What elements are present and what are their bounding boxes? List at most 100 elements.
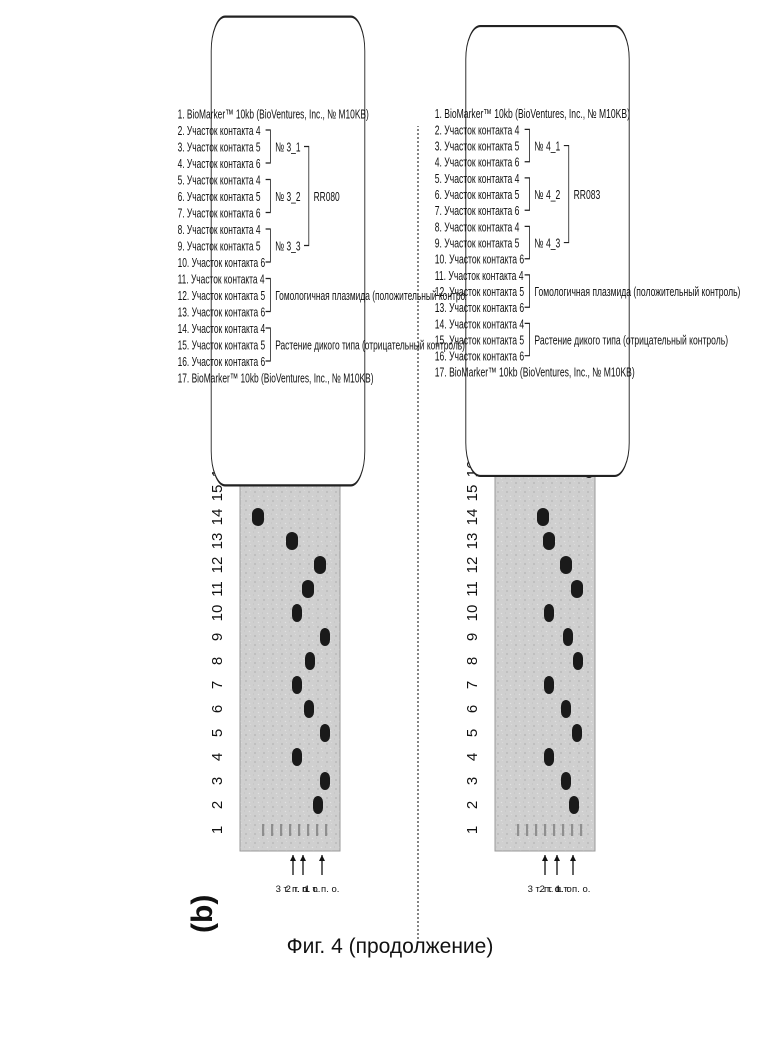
lane-number: 15 (464, 485, 481, 502)
lane-number: 13 (464, 533, 481, 550)
legend-item: 12. Участок контакта 5 (435, 285, 524, 299)
ladder-band (271, 824, 273, 836)
ladder-band (571, 824, 573, 836)
gel-band-lane-9 (563, 628, 573, 646)
lane-number: 11 (209, 581, 226, 597)
figure-caption: Фиг. 4 (продолжение) (0, 935, 780, 959)
group-label: RR083 (574, 188, 601, 202)
caption-suffix: (продолжение) (349, 935, 494, 958)
legend-item: 14. Участок контакта 4 (178, 322, 266, 336)
legend-box: 1. BioMarker™ 10kb (BioVentures, Inc., №… (435, 26, 741, 476)
gel-band-lane-6 (304, 700, 314, 718)
legend-item: 3. Участок контакта 5 (178, 141, 261, 155)
gel-band-lane-7 (292, 676, 302, 694)
lane-number: 15 (209, 485, 226, 502)
gel-band-lane-10 (292, 604, 302, 622)
legend-item: 13. Участок контакта 6 (435, 302, 524, 316)
group-id: № 3_1 (275, 141, 300, 155)
gel-band-lane-12 (560, 556, 572, 574)
lane-number: 2 (209, 801, 226, 809)
gel-band-lane-3 (561, 772, 571, 790)
gel-band-lane-11 (302, 580, 314, 598)
lane-number: 10 (209, 605, 226, 622)
gel-band-lane-10 (544, 604, 554, 622)
lane-number: 4 (464, 753, 481, 761)
ladder-band (535, 824, 537, 836)
gel-band-lane-11 (571, 580, 583, 598)
legend-item: 11. Участок контакта 4 (435, 269, 524, 283)
lane-number: 8 (464, 657, 481, 665)
legend-item: 15. Участок контакта 5 (435, 334, 524, 348)
gel-band-lane-12 (314, 556, 326, 574)
legend-item: 12. Участок контакта 5 (178, 289, 266, 303)
legend-item: 17. BioMarker™ 10kb (BioVentures, Inc., … (178, 372, 374, 386)
legend-item: 14. Участок контакта 4 (435, 318, 524, 332)
arrow-head-icon (290, 855, 296, 861)
gel-band-lane-2 (569, 796, 579, 814)
gel-band-lane-9 (320, 628, 330, 646)
arrow-head-icon (570, 855, 576, 861)
lane-number: 10 (464, 605, 481, 622)
lane-number: 5 (209, 729, 226, 737)
ladder-band (289, 824, 291, 836)
arrow-head-icon (319, 855, 325, 861)
legend-item: 4. Участок контакта 6 (178, 157, 261, 171)
group-id: № 3_2 (275, 190, 300, 204)
gel-band-lane-8 (573, 652, 583, 670)
legend-box: 1. BioMarker™ 10kb (BioVentures, Inc., №… (178, 17, 477, 486)
legend-item: 2. Участок контакта 4 (178, 124, 261, 138)
lane-number: 6 (464, 705, 481, 713)
ladder-band (316, 824, 318, 836)
legend-item: 3. Участок контакта 5 (435, 140, 520, 154)
legend-item: 11. Участок контакта 4 (178, 273, 265, 287)
ladder-band (280, 824, 282, 836)
legend-item: 15. Участок контакта 5 (178, 339, 266, 353)
ladder-band (307, 824, 309, 836)
lane-number: 13 (209, 533, 226, 550)
legend-item: 1. BioMarker™ 10kb (BioVentures, Inc., №… (178, 108, 369, 122)
lane-number: 12 (209, 557, 226, 574)
legend-item: 16. Участок контакта 6 (435, 350, 524, 364)
gel-band-lane-13 (543, 532, 555, 550)
lane-number: 14 (464, 509, 481, 526)
legend-item: 1. BioMarker™ 10kb (BioVentures, Inc., №… (435, 108, 630, 122)
lane-number: 11 (464, 581, 481, 597)
ladder-band (580, 824, 582, 836)
legend-item: 7. Участок контакта 6 (178, 207, 261, 221)
lane-number: 14 (209, 509, 226, 526)
lane-number: 12 (464, 557, 481, 574)
group-id: № 4_1 (534, 140, 560, 154)
ladder-band (517, 824, 519, 836)
gel-band-lane-8 (305, 652, 315, 670)
panel-label: (b) (186, 895, 219, 933)
negative-control-label: Растение дикого типа (отрицательный конт… (534, 334, 728, 348)
arrow-head-icon (554, 855, 560, 861)
ladder-band (562, 824, 564, 836)
legend-item: 6. Участок контакта 5 (435, 188, 520, 202)
group-id: № 4_2 (534, 188, 560, 202)
bp-marker-label: 1 т. п. о. (556, 884, 591, 895)
legend-item: 10. Участок контакта 6 (178, 256, 266, 270)
lane-number: 5 (464, 729, 481, 737)
ladder-band (298, 824, 300, 836)
gel-band-lane-4 (544, 748, 554, 766)
gel-band-lane-7 (544, 676, 554, 694)
ladder-band (526, 824, 528, 836)
ladder-band (262, 824, 264, 836)
legend-item: 2. Участок контакта 4 (435, 124, 520, 138)
legend-item: 10. Участок контакта 6 (435, 253, 524, 267)
lane-number: 3 (464, 777, 481, 785)
gel-band-lane-5 (572, 724, 582, 742)
lane-number: 9 (209, 633, 226, 641)
caption-prefix: Фиг. 4 (287, 935, 343, 958)
lane-number: 8 (209, 657, 226, 665)
gel-band-lane-13 (286, 532, 298, 550)
bp-marker-label: 1 т. п. о. (305, 884, 340, 895)
positive-control-label: Гомологичная плазмида (положительный кон… (534, 285, 740, 299)
ladder-band (325, 824, 327, 836)
legend-item: 5. Участок контакта 4 (178, 174, 261, 188)
gel-image (495, 431, 595, 851)
lane-number: 3 (209, 777, 226, 785)
legend-item: 8. Участок контакта 4 (435, 221, 520, 235)
